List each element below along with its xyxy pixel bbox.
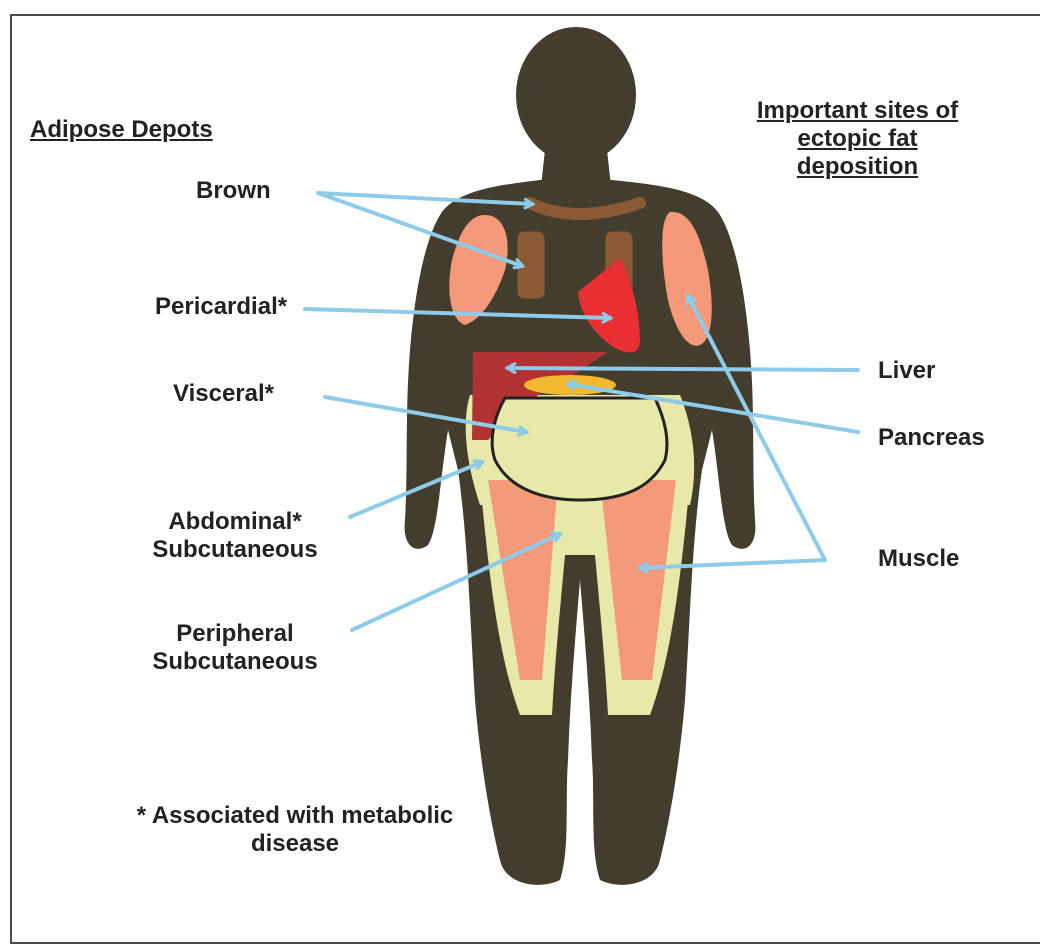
heading-ectopic-line-2: ectopic fat xyxy=(735,125,980,153)
label-pancreas: Pancreas xyxy=(878,424,985,452)
label-peripheral-subcutaneous: Peripheral Subcutaneous xyxy=(140,620,330,676)
arrow-liver xyxy=(508,368,858,370)
heading-adipose-depots: Adipose Depots xyxy=(30,116,213,144)
label-muscle: Muscle xyxy=(878,545,959,573)
head xyxy=(516,27,636,163)
label-peripheral-line-2: Subcutaneous xyxy=(140,648,330,676)
footnote-line-1: * Associated with metabolic xyxy=(95,802,495,830)
label-abdominal-line-1: Abdominal* xyxy=(140,508,330,536)
crotch-fat xyxy=(555,505,600,555)
heading-ectopic-fat: Important sites of ectopic fat depositio… xyxy=(735,97,980,181)
label-peripheral-line-1: Peripheral xyxy=(140,620,330,648)
label-abdominal-line-2: Subcutaneous xyxy=(140,536,330,564)
label-visceral: Visceral* xyxy=(173,380,274,408)
footnote-line-2: disease xyxy=(95,830,495,858)
label-pericardial: Pericardial* xyxy=(155,293,287,321)
visceral-fat xyxy=(492,398,667,500)
label-liver: Liver xyxy=(878,357,935,385)
heading-ectopic-line-3: deposition xyxy=(735,153,980,181)
heading-ectopic-line-1: Important sites of xyxy=(735,97,980,125)
footnote: * Associated with metabolic disease xyxy=(95,802,495,858)
label-brown: Brown xyxy=(196,177,271,205)
label-abdominal-subcutaneous: Abdominal* Subcutaneous xyxy=(140,508,330,564)
